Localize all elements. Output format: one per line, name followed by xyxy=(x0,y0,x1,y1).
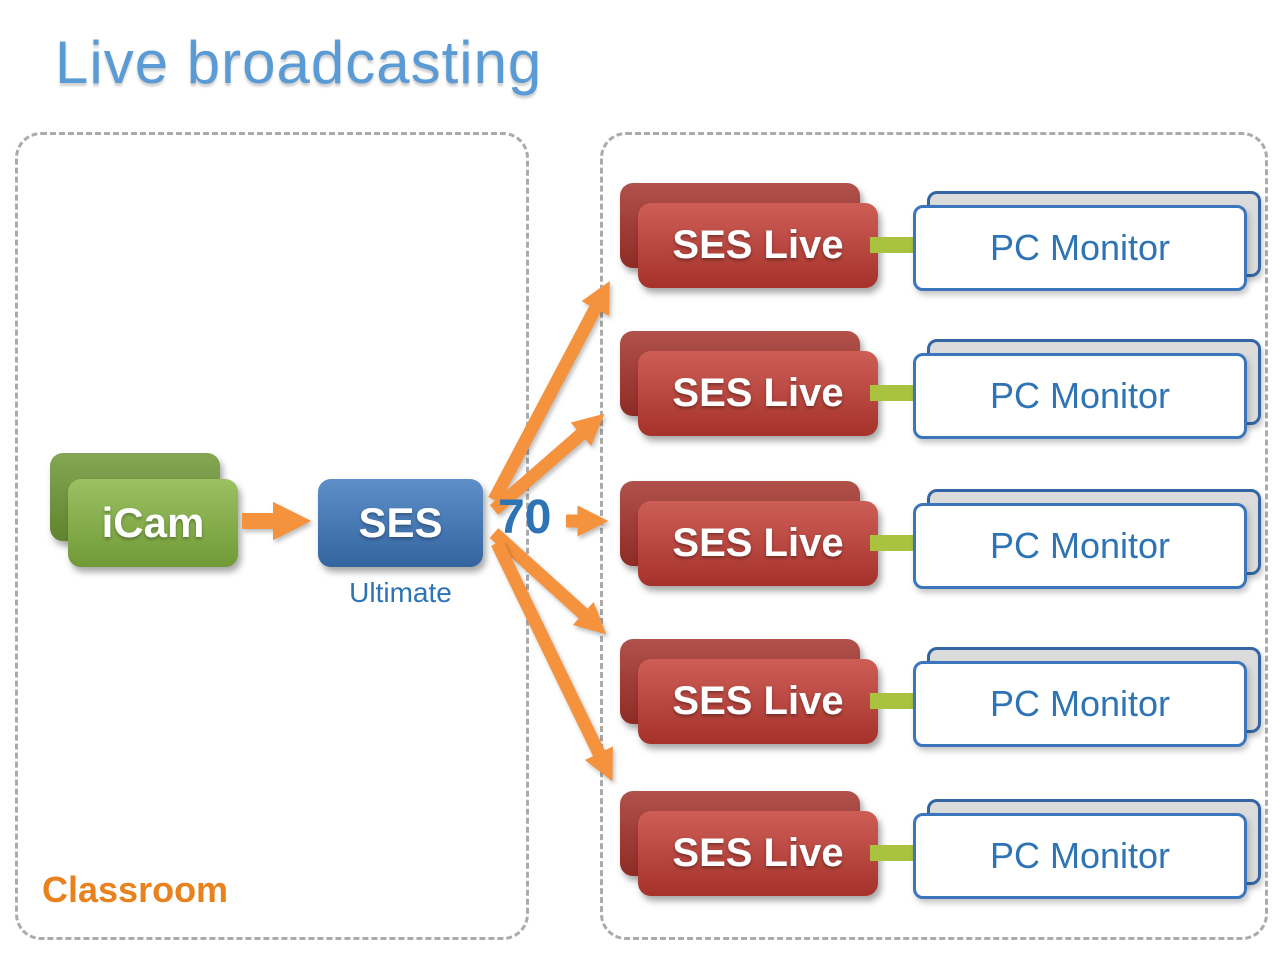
icam-label: iCam xyxy=(101,499,205,546)
receiver-row: SES Live PC Monitor xyxy=(620,791,1261,903)
ses-live-card: SES Live xyxy=(638,811,878,896)
ses-ultimate-label: Ultimate xyxy=(349,577,452,608)
icam-card: iCam xyxy=(68,479,238,567)
connector xyxy=(870,385,918,401)
receivers-panel: SES Live PC Monitor SES Live xyxy=(600,132,1268,940)
pc-monitor-label: PC Monitor xyxy=(989,835,1171,876)
ses-live-card: SES Live xyxy=(638,501,878,586)
pc-monitor-label: PC Monitor xyxy=(989,683,1171,724)
ses-live-box: SES Live xyxy=(620,791,880,899)
pc-monitor-box: PC Monitor xyxy=(913,647,1261,747)
ses-live-label: SES Live xyxy=(672,371,844,415)
ses-live-box: SES Live xyxy=(620,331,880,439)
pc-monitor-card: PC Monitor xyxy=(913,353,1247,439)
ses-server-label: SES xyxy=(358,499,443,546)
pc-monitor-card: PC Monitor xyxy=(913,661,1247,747)
ses-live-card: SES Live xyxy=(638,203,878,288)
pc-monitor-box: PC Monitor xyxy=(913,489,1261,589)
connector xyxy=(870,237,918,253)
icam-box: iCam xyxy=(50,453,260,573)
receiver-row: SES Live PC Monitor xyxy=(620,331,1261,443)
classroom-panel: iCam SES Ultimate Classroom xyxy=(15,132,529,940)
receiver-row: SES Live PC Monitor xyxy=(620,481,1261,593)
ses-live-label: SES Live xyxy=(672,679,844,723)
ses-server-box: SES xyxy=(318,479,483,567)
receiver-row: SES Live PC Monitor xyxy=(620,639,1261,751)
stream-count: 70 xyxy=(498,491,552,544)
pc-monitor-label: PC Monitor xyxy=(989,375,1171,416)
pc-monitor-box: PC Monitor xyxy=(913,339,1261,439)
pc-monitor-card: PC Monitor xyxy=(913,205,1247,291)
ses-live-label: SES Live xyxy=(672,223,844,267)
pc-monitor-card: PC Monitor xyxy=(913,503,1247,589)
ses-live-card: SES Live xyxy=(638,351,878,436)
page-title: Live broadcasting xyxy=(55,29,543,96)
pc-monitor-box: PC Monitor xyxy=(913,799,1261,899)
classroom-label: Classroom xyxy=(42,869,229,910)
pc-monitor-label: PC Monitor xyxy=(989,525,1171,566)
connector xyxy=(870,845,918,861)
ses-live-box: SES Live xyxy=(620,481,880,589)
ses-live-label: SES Live xyxy=(672,831,844,875)
pc-monitor-box: PC Monitor xyxy=(913,191,1261,291)
receiver-row: SES Live PC Monitor xyxy=(620,183,1261,295)
connector xyxy=(870,535,918,551)
ses-live-label: SES Live xyxy=(672,521,844,565)
pc-monitor-label: PC Monitor xyxy=(989,227,1171,268)
ses-live-box: SES Live xyxy=(620,639,880,747)
pc-monitor-card: PC Monitor xyxy=(913,813,1247,899)
ses-live-card: SES Live xyxy=(638,659,878,744)
connector xyxy=(870,693,918,709)
ses-live-box: SES Live xyxy=(620,183,880,291)
